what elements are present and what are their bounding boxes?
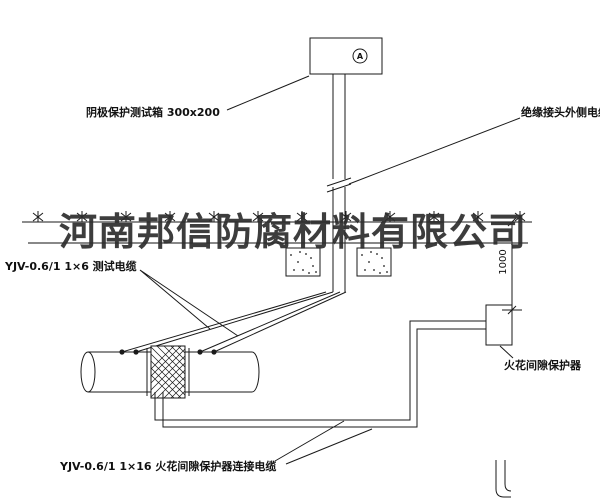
spark-gap-protector-box	[485, 304, 513, 346]
label-insulating-cable: 绝缘接头外侧电缆	[521, 105, 600, 119]
label-test-box: 阴极保护测试箱 300x200	[86, 105, 220, 119]
pipe-break-symbol	[326, 177, 352, 193]
label-spark-gap-cable: YJV-0.6/1 1×16 火花间隙保护器连接电缆	[59, 459, 276, 473]
anode-block-right	[356, 247, 392, 277]
leader-test-box	[226, 75, 310, 111]
pipe-coupling	[146, 345, 190, 399]
dimension-1000: 1000	[498, 217, 522, 315]
ammeter-letter: A	[357, 52, 364, 61]
leader-insulating-cable	[348, 117, 521, 185]
detail-symbol	[495, 460, 512, 498]
dimension-text: 1000	[498, 249, 509, 274]
label-spark-gap-protector: 火花间隙保护器	[504, 358, 582, 372]
riser-conduit	[326, 74, 352, 292]
label-test-cable: YJV-0.6/1 1×6 测试电缆	[4, 259, 137, 273]
cable-connection-dots	[119, 349, 217, 355]
test-cables	[121, 291, 347, 353]
ammeter-circle	[352, 48, 368, 64]
pipeline	[80, 345, 260, 399]
pipe-end-right	[251, 351, 260, 393]
test-box: A	[309, 37, 383, 75]
watermark-text: 河南邦信防腐材料有限公司	[59, 209, 527, 254]
leader-test-cable	[139, 269, 239, 337]
pipe-end-left	[80, 351, 96, 393]
spark-gap-cables	[154, 320, 486, 428]
leader-spark-gap-cable	[274, 420, 373, 465]
leader-spark-gap	[499, 345, 514, 359]
anode-block-left	[285, 247, 321, 277]
watermark: 河南邦信防腐材料有限公司	[28, 209, 528, 254]
